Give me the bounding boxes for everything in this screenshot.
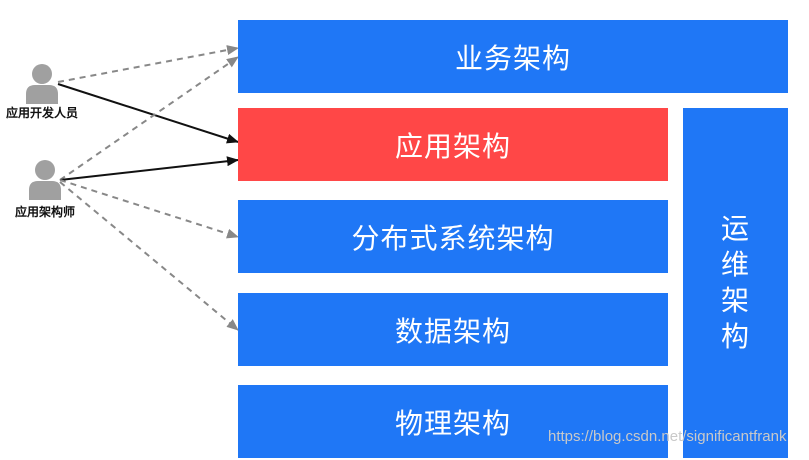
arrow-developer-to-business <box>57 45 239 83</box>
operations-architecture-char: 构 <box>720 320 750 353</box>
actor-developer: 应用开发人员 <box>0 60 92 130</box>
arrow-architect-to-business <box>59 56 239 181</box>
physical-architecture-label: 物理架构 <box>394 406 511 440</box>
application-architecture-label: 应用架构 <box>394 129 511 163</box>
person-icon <box>26 64 58 104</box>
person-icon <box>29 160 61 200</box>
business-architecture-label: 业务架构 <box>454 41 571 75</box>
arrow-architect-to-distributed <box>59 179 239 239</box>
operations-architecture-char: 架 <box>720 284 750 317</box>
business-architecture-block: 业务架构 <box>238 20 788 93</box>
actor-developer-label: 应用开发人员 <box>5 106 78 120</box>
operations-architecture-block: 运 维 架 构 <box>683 108 788 458</box>
actor-architect: 应用架构师 <box>0 156 95 226</box>
distributed-system-architecture-block: 分布式系统架构 <box>238 200 668 273</box>
data-architecture-block: 数据架构 <box>238 293 668 366</box>
arrow-developer-to-application <box>57 83 239 144</box>
physical-architecture-block: 物理架构 <box>238 385 668 458</box>
distributed-system-architecture-label: 分布式系统架构 <box>351 221 555 255</box>
data-architecture-label: 数据架构 <box>394 314 511 348</box>
arrow-architect-to-application <box>59 156 239 181</box>
actor-architect-label: 应用架构师 <box>14 205 75 219</box>
operations-architecture-char: 运 <box>720 212 750 245</box>
watermark: https://blog.csdn.net/significantfrank <box>548 428 787 445</box>
application-architecture-block: 应用架构 <box>238 108 668 181</box>
operations-architecture-char: 维 <box>720 248 750 281</box>
arrow-architect-to-data <box>59 181 239 331</box>
